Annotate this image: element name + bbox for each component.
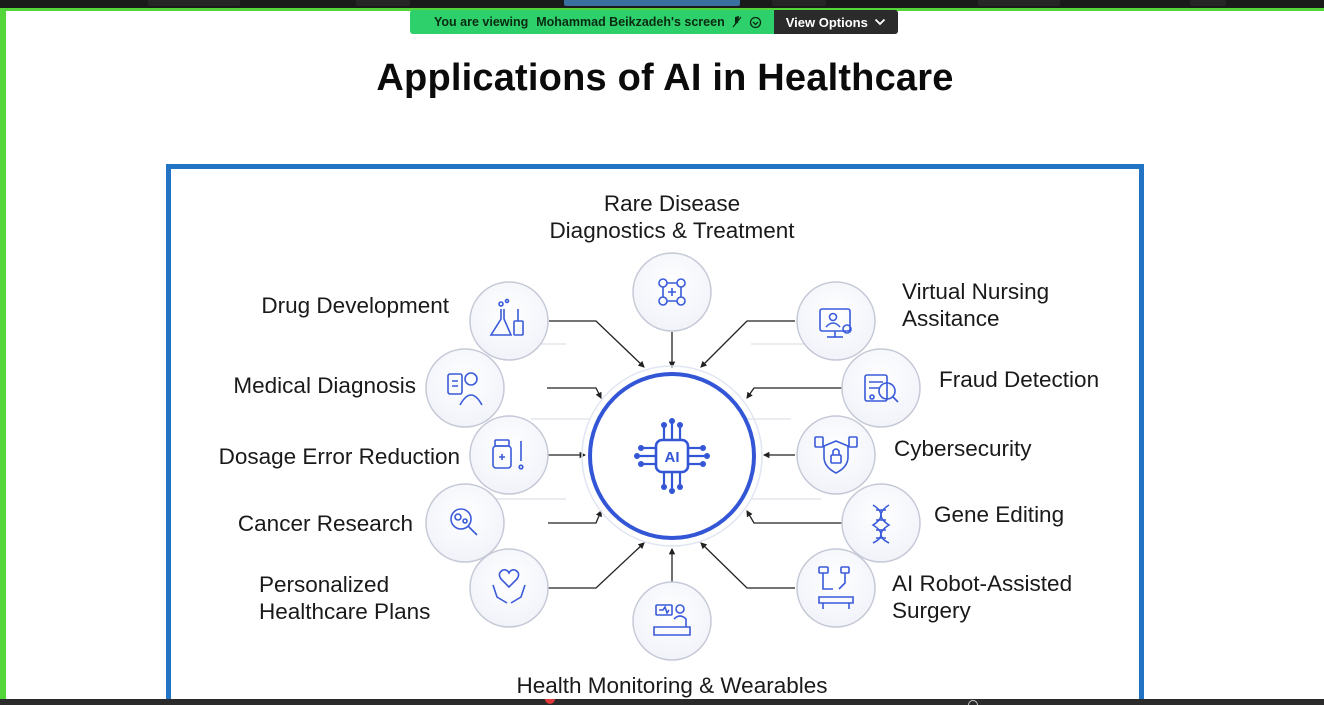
participant-thumbnail[interactable]: [978, 0, 1060, 6]
health-monitoring-node: [632, 581, 712, 661]
status-circle-icon: [749, 16, 761, 28]
heart-hands-icon: [492, 569, 526, 604]
participant-thumbnail[interactable]: [772, 0, 826, 6]
participant-thumbnail[interactable]: [356, 0, 410, 6]
medical-diagnosis-node: [425, 348, 505, 428]
viewing-status: You are viewing Mohammad Beikzadeh's scr…: [410, 10, 774, 34]
control-button-icon[interactable]: [968, 700, 978, 705]
label-virtual-nursing: Virtual Nursing Assitance: [902, 279, 1050, 331]
label-cybersecurity: Cybersecurity: [894, 436, 1032, 461]
label-cancer-research: Cancer Research: [237, 511, 413, 536]
meeting-controls-edge: [0, 699, 1324, 705]
ai-hub: AI: [581, 365, 763, 547]
medicine-bottle-icon: [492, 439, 524, 470]
label-rare-disease: Rare Disease Diagnostics & Treatment: [549, 191, 795, 243]
participant-thumbnail[interactable]: [148, 0, 240, 6]
mic-icon: [732, 16, 742, 28]
personalized-plans-node: [469, 548, 549, 628]
view-options-button[interactable]: View Options: [773, 10, 898, 34]
dna-icon: [871, 504, 891, 544]
drug-development-node: [469, 281, 549, 361]
ai-applications-diagram: AI: [166, 164, 1144, 705]
connector-lines: [547, 320, 843, 589]
dosage-error-node: [469, 415, 549, 495]
robot-surgery-node: [796, 548, 876, 628]
label-personalized-plans: Personalized Healthcare Plans: [259, 572, 431, 624]
label-health-monitoring: Health Monitoring & Wearables: [516, 673, 828, 698]
nurse-monitor-icon: [819, 308, 852, 338]
magnifier-cells-icon: [450, 508, 478, 536]
viewing-prefix: You are viewing: [434, 15, 529, 29]
chevron-down-icon: [874, 18, 885, 26]
robot-arm-icon: [818, 566, 854, 609]
participant-thumbnail[interactable]: [1190, 0, 1226, 6]
lab-flask-icon: [489, 298, 524, 336]
label-medical-diagnosis: Medical Diagnosis: [233, 373, 416, 398]
patient-bed-monitor-icon: [653, 604, 691, 636]
presenter-name: Mohammad Beikzadeh's screen: [536, 15, 725, 29]
shield-circuit-icon: [814, 436, 858, 474]
fraud-detection-node: [841, 348, 921, 428]
fraud-magnifier-icon: [864, 374, 899, 403]
cancer-research-node: [425, 483, 505, 563]
record-indicator-icon[interactable]: [545, 699, 555, 704]
active-speaker-thumbnail[interactable]: [564, 0, 740, 6]
label-fraud-detection: Fraud Detection: [939, 367, 1100, 392]
ai-hub-text: AI: [665, 449, 680, 466]
diagram-graphic: AI: [425, 252, 921, 661]
label-drug-development: Drug Development: [261, 293, 449, 318]
label-dosage-error: Dosage Error Reduction: [218, 444, 460, 469]
molecules-icon: [658, 278, 686, 306]
viewing-banner: You are viewing Mohammad Beikzadeh's scr…: [410, 10, 898, 34]
virtual-nursing-node: [796, 281, 876, 361]
view-options-label: View Options: [785, 14, 868, 30]
doctor-screen-icon: [447, 372, 483, 406]
slide-title: Applications of AI in Healthcare: [376, 57, 954, 99]
top-thumbnail-strip: [0, 0, 1324, 8]
cybersecurity-node: [796, 415, 876, 495]
gene-editing-node: [841, 483, 921, 563]
label-gene-editing: Gene Editing: [934, 502, 1065, 527]
label-robot-surgery: AI Robot-Assisted Surgery: [892, 571, 1073, 623]
rare-disease-node: [632, 252, 712, 332]
shared-slide: Applications of AI in Healthcare: [6, 11, 1324, 705]
